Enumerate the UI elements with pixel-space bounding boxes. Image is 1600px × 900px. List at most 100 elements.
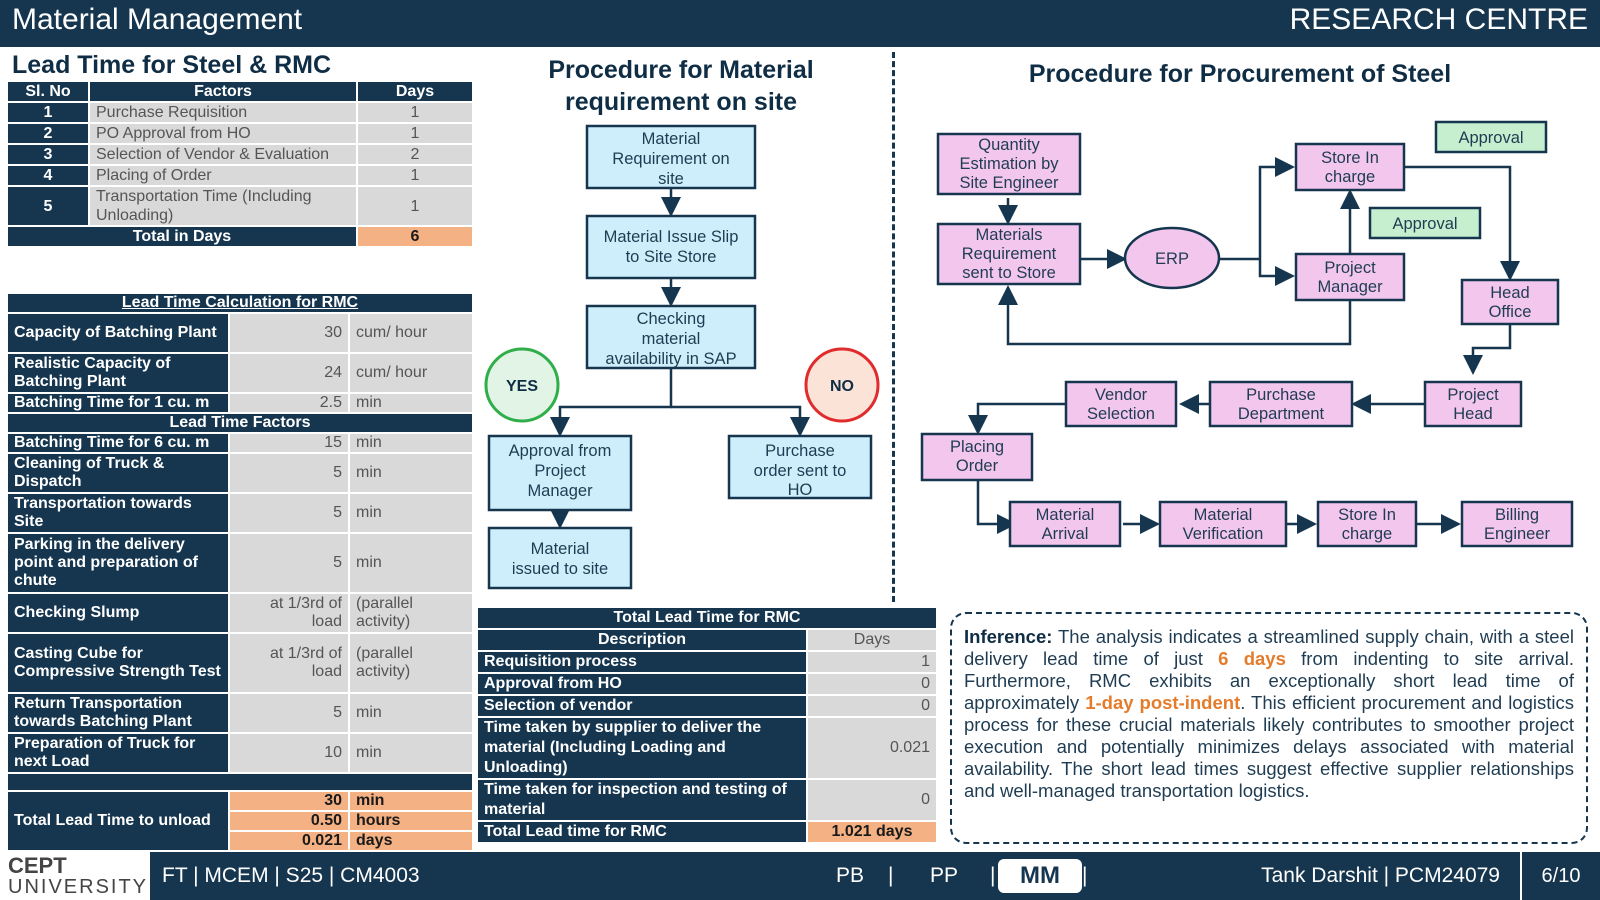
step-text: Manager	[527, 482, 593, 500]
row-desc: Time taken by supplier to deliver the ma…	[478, 718, 806, 778]
step-text: Vendor	[1095, 386, 1148, 404]
row-days: 0	[808, 780, 936, 820]
row-days: 1	[358, 124, 472, 143]
row-no: 3	[8, 145, 88, 164]
row-days: 1	[358, 166, 472, 185]
step-text: Manager	[1317, 278, 1383, 296]
step-text: site	[658, 170, 684, 188]
row-factor: Transportation Time (Including Unloading…	[90, 187, 356, 225]
yes-label: YES	[506, 378, 538, 395]
table-row: Selection of vendor 0	[478, 696, 936, 716]
row-no: 2	[8, 124, 88, 143]
step-purchase-order: Purchase order sent to HO	[727, 434, 873, 500]
inference-highlight-2: 1-day post-indent	[1085, 692, 1241, 713]
factor-label: Transportation towards Site	[8, 494, 228, 532]
step-project-manager: Project Manager	[1294, 252, 1406, 302]
nav-separator: |	[888, 864, 894, 887]
cept-logo: CEPT UNIVERSITY	[8, 853, 148, 899]
row-days: 0.021	[808, 718, 936, 778]
step-text: Material Issue Slip	[604, 228, 739, 246]
nav-pp[interactable]: PP	[930, 864, 959, 887]
factor-value: 15	[230, 434, 348, 452]
step-text: Estimation by	[959, 155, 1059, 173]
total-unit: days	[350, 832, 472, 850]
table-row: 0.50 hours	[8, 812, 472, 830]
step-text: Checking	[637, 310, 706, 328]
row-days: 1	[358, 103, 472, 122]
row-no: 4	[8, 166, 88, 185]
total-value: 0.50	[230, 812, 348, 830]
row-factor: Placing of Order	[90, 166, 356, 185]
table-row: 0.021 days	[8, 832, 472, 850]
factor-unit: min	[350, 734, 472, 772]
step-text: Requirement on	[612, 150, 729, 168]
row-desc: Selection of vendor	[478, 696, 806, 716]
table-row: Casting Cube for Compressive Strength Te…	[8, 634, 472, 692]
rmc-calculation-table: Lead Time Calculation for RMC Capacity o…	[6, 292, 474, 852]
row-days: 0	[808, 696, 936, 716]
step-material-requirement: Material Requirement on site	[585, 124, 757, 190]
step-text: Head	[1490, 284, 1529, 302]
page-number: 6/10	[1520, 852, 1600, 900]
factor-value: 5	[230, 494, 348, 532]
step-material-verification: Material Verification	[1158, 500, 1288, 548]
step-text: Department	[1238, 405, 1325, 423]
step-quantity-estimation: Quantity Estimation by Site Engineer	[936, 132, 1082, 196]
step-text: Order	[956, 457, 999, 475]
factor-value: 10	[230, 734, 348, 772]
nav-separator: |	[990, 864, 996, 887]
lead-time-factors-title: Lead Time Factors	[8, 414, 472, 432]
factor-unit: (parallel activity)	[350, 634, 472, 692]
step-text: HO	[788, 481, 813, 499]
footer: CEPT UNIVERSITY FT | MCEM | S25 | CM4003…	[0, 852, 1600, 900]
step-text: charge	[1325, 168, 1375, 186]
total-value: 0.021	[230, 832, 348, 850]
step-text: issued to site	[512, 560, 608, 578]
logo-line-1: CEPT	[8, 853, 67, 878]
table-row: Time taken by supplier to deliver the ma…	[478, 718, 936, 778]
factor-label: Casting Cube for Compressive Strength Te…	[8, 634, 228, 692]
factor-unit: min	[350, 454, 472, 492]
total-unit: min	[350, 792, 472, 810]
material-requirement-flowchart: Procedure for Material requirement on si…	[484, 56, 880, 590]
col-slno: Sl. No	[8, 82, 88, 101]
step-text: Head	[1453, 405, 1492, 423]
table-row: Cleaning of Truck & Dispatch 5 min	[8, 454, 472, 492]
nav-mm-active[interactable]: MM	[998, 859, 1082, 893]
step-project-head: Project Head	[1423, 380, 1523, 428]
yes-circle: YES	[484, 347, 560, 423]
factor-unit: min	[350, 494, 472, 532]
course-code: FT | MCEM | S25 | CM4003	[162, 864, 420, 887]
factor-value: 5	[230, 694, 348, 732]
step-text: charge	[1342, 525, 1392, 543]
col-days: Days	[358, 82, 472, 101]
total-unit: hours	[350, 812, 472, 830]
step-text: Selection	[1087, 405, 1155, 423]
calc-unit: cum/ hour	[350, 314, 472, 352]
approval-badge-2: Approval	[1368, 206, 1482, 240]
factor-unit: (parallel activity)	[350, 594, 472, 632]
step-text: to Site Store	[626, 248, 717, 266]
factor-label: Checking Slump	[8, 594, 228, 632]
row-factor: Purchase Requisition	[90, 103, 356, 122]
step-text: Project	[534, 462, 586, 480]
table-row: 2 PO Approval from HO 1	[8, 124, 472, 143]
total-value: 30	[230, 792, 348, 810]
table-row: Batching Time for 1 cu. m 2.5 min	[8, 394, 472, 412]
factor-value: at 1/3rd of load	[230, 634, 348, 692]
step-text: Approval from	[509, 442, 612, 460]
row-no: 1	[8, 103, 88, 122]
col-factors: Factors	[90, 82, 356, 101]
steel-rmc-title: Lead Time for Steel & RMC	[12, 51, 332, 79]
row-factor: Selection of Vendor & Evaluation	[90, 145, 356, 164]
step-placing-order: Placing Order	[920, 432, 1034, 482]
step-text: Purchase	[765, 442, 835, 460]
calc-value: 2.5	[230, 394, 348, 412]
table-row: Capacity of Batching Plant 30 cum/ hour	[8, 314, 472, 352]
step-text: Store In	[1321, 149, 1379, 167]
step-text: Store In	[1338, 506, 1396, 524]
step-text: Site Engineer	[959, 174, 1059, 192]
table-row: Approval from HO 0	[478, 674, 936, 694]
col-days: Days	[808, 630, 936, 650]
nav-pb[interactable]: PB	[836, 864, 865, 887]
